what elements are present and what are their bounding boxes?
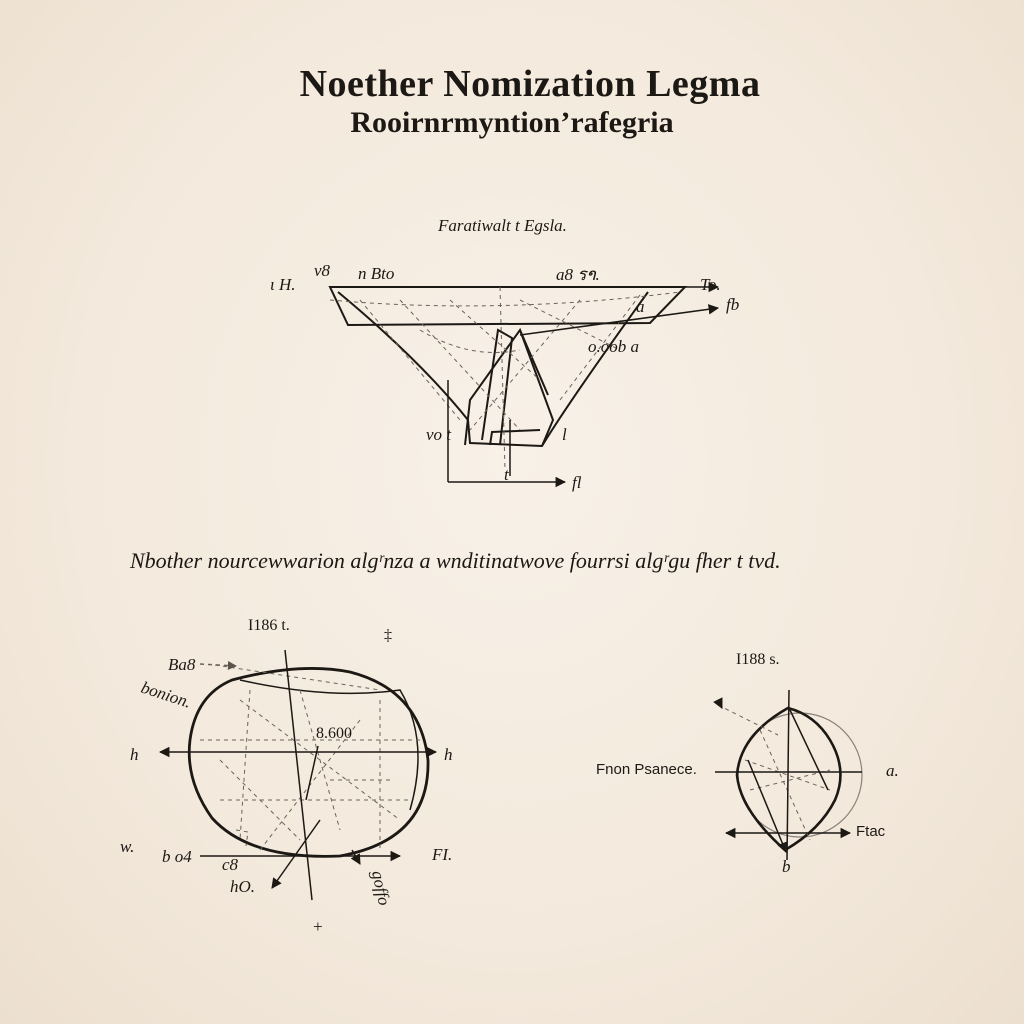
left-label-top-tick: ‡ [384,627,392,644]
left-label-value: 8.600 [316,725,352,742]
top-label-a: a [636,297,645,316]
left-label-goffo: goffo [368,869,394,907]
right-figure: I188 s. Fnon Psanece. a. Ftac b [596,651,899,876]
left-label-ho: hO. [230,877,255,896]
left-figure-construction [200,664,420,851]
top-figure-outline [328,286,688,448]
page-title: Noether Nomization Legma [299,63,761,105]
right-label-ftac: Ftac [856,823,886,840]
top-figure-caption: Faratiwalt t Egsla. [438,216,567,235]
top-figure-axes [447,281,720,488]
left-label-w: w. [120,837,134,856]
lemma-statement: Nbother nourcewwarion algʳnza a wnditina… [130,548,781,573]
top-label-oob: o.oob a [588,337,639,356]
right-figure-axes [713,689,862,861]
left-figure: I186 t. ‡ Ba8 bonion. 8.600 h h b o4 c8 … [120,617,453,936]
right-figure-construction [717,704,831,841]
right-label-b: b [782,857,791,876]
left-label-b04: b o4 [162,847,192,866]
left-label-bottom-tick: + [312,917,323,936]
top-figure-construction [329,286,681,471]
top-label-nbto: n Bto [358,264,394,283]
top-label-h: ɩ H. [270,275,296,294]
top-label-a8: a8 รາ. [556,265,600,284]
top-figure: ɩ H. v8 n Bto a8 รາ. To. fb a o.oob a vo… [270,261,739,492]
top-label-v8: v8 [314,261,331,280]
left-label-h-left: h [130,745,139,764]
left-label-c8: c8 [222,855,239,874]
top-label-vo: vo t [426,425,452,444]
left-label-h-right: h [444,745,453,764]
left-label-bonion: bonion. [139,678,194,712]
left-label-top: I186 t. [248,617,290,634]
left-label-fi: FI. [431,845,452,864]
left-figure-loop [187,667,430,858]
top-label-l: l [562,425,567,444]
page-subtitle: Rooirnrmyntion’rafegria [350,106,674,139]
top-label-t: t [504,465,510,484]
top-label-fb: fb [726,295,739,314]
top-label-to: To. [700,275,721,294]
right-label-top: I188 s. [736,651,780,668]
left-figure-axes [158,649,438,901]
right-label-a: a. [886,761,899,780]
right-label-from: Fnon Psanece. [596,761,697,778]
left-label-bao: Ba8 [168,655,196,674]
top-label-fl: fl [572,473,582,492]
